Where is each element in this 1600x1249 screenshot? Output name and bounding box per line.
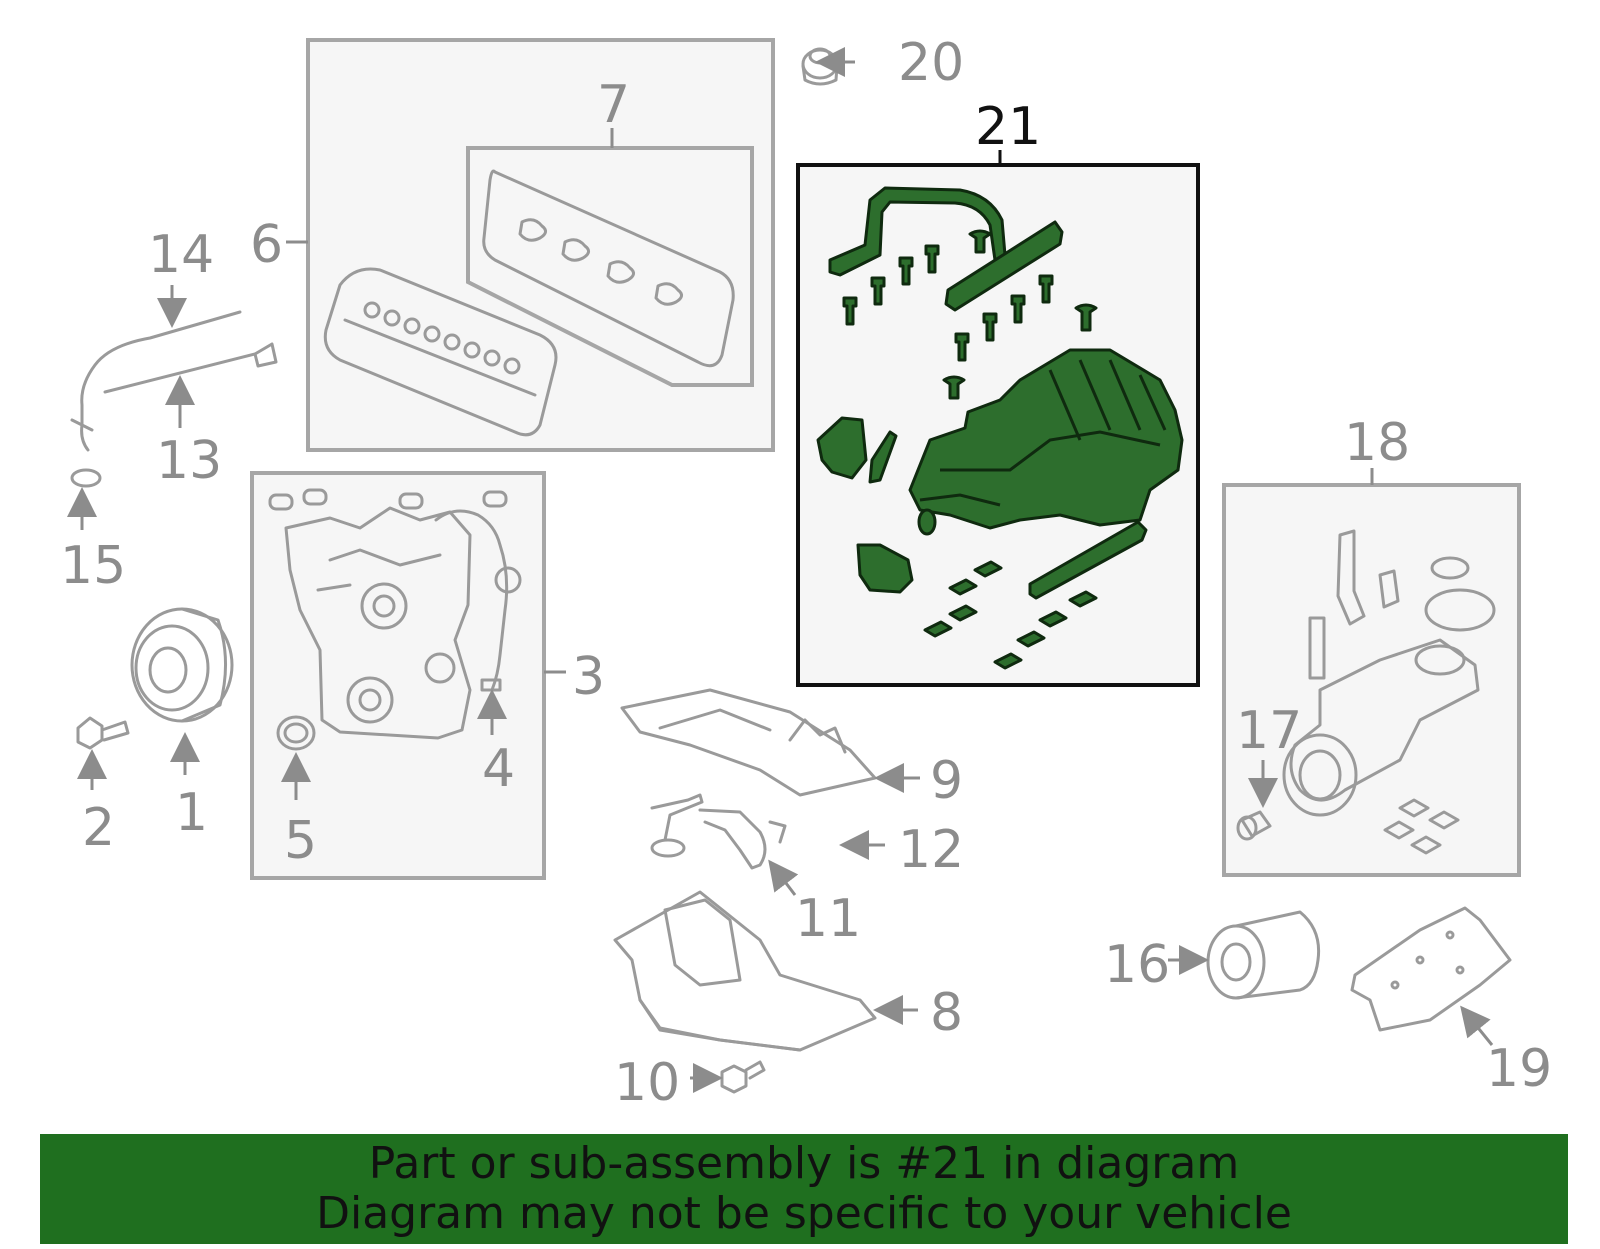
oil-pickup-tube <box>650 793 787 870</box>
timing-cover <box>284 506 472 740</box>
callout-8: 8 <box>930 983 963 1043</box>
group-box-18 <box>1222 483 1521 877</box>
fuel-rail-left <box>828 186 1007 277</box>
callout-3: 3 <box>572 647 605 707</box>
callout-12: 12 <box>898 820 964 880</box>
throttle-gasket <box>868 430 898 484</box>
dipstick-o-ring <box>70 468 102 488</box>
callout-6: 6 <box>250 215 283 275</box>
callout-10: 10 <box>614 1053 680 1113</box>
port-gasket <box>993 652 1023 670</box>
port-gasket <box>1016 630 1046 648</box>
callout-15: 15 <box>60 536 126 596</box>
rail-bolt <box>968 229 992 254</box>
banner-line-1: Part or sub-assembly is #21 in diagram <box>368 1138 1240 1189</box>
callout-17: 17 <box>1236 701 1302 761</box>
fuel-rail-right <box>944 220 1064 312</box>
dowel-pins <box>268 488 508 511</box>
intake-manifold <box>908 348 1184 530</box>
port-gasket <box>948 578 978 596</box>
oil-pressure-sender <box>1240 810 1272 838</box>
callout-1: 1 <box>175 783 208 843</box>
callout-20: 20 <box>898 33 964 93</box>
callout-11: 11 <box>795 889 861 949</box>
harmonic-balancer <box>130 607 234 723</box>
timing-cover-plug <box>494 566 522 594</box>
port-gasket <box>1038 610 1068 628</box>
callout-4: 4 <box>482 739 515 799</box>
oil-filler-cap <box>801 47 839 86</box>
port-gasket <box>948 604 978 622</box>
windage-tray <box>620 688 877 797</box>
callout-19: 19 <box>1486 1039 1552 1099</box>
rail-bolt <box>942 375 966 400</box>
callout-14: 14 <box>148 225 214 285</box>
valve-cover <box>323 267 558 437</box>
dipstick <box>103 342 278 394</box>
port-gasket <box>1068 590 1098 608</box>
balancer-bolt <box>76 716 130 750</box>
port-gasket <box>923 620 953 638</box>
callout-7: 7 <box>597 75 630 135</box>
callout-13: 13 <box>156 431 222 491</box>
front-crank-seal-inner <box>283 722 309 744</box>
sender-end <box>1236 815 1258 841</box>
dipstick-tube <box>70 310 242 452</box>
port-gasket <box>973 560 1003 578</box>
callout-21: 21 <box>975 97 1041 157</box>
callout-18: 18 <box>1344 413 1410 473</box>
oil-filter <box>1206 910 1321 1000</box>
map-sensor <box>816 416 868 480</box>
timing-cover-gasket <box>434 509 509 692</box>
drain-plug <box>720 1060 766 1094</box>
fuel-injectors <box>842 244 1054 362</box>
plenum-gasket <box>1028 520 1148 600</box>
rail-bolt <box>1074 303 1098 332</box>
valve-cover-gasket <box>482 169 735 368</box>
oil-baffle <box>1350 906 1512 1032</box>
front-crank-seal <box>276 715 316 751</box>
oil-filter-housing <box>1282 529 1496 855</box>
intake-manifold-assembly <box>816 186 1184 670</box>
egr-valve <box>856 543 914 594</box>
callout-5: 5 <box>284 811 317 871</box>
callout-9: 9 <box>930 751 963 811</box>
callout-16: 16 <box>1104 935 1170 995</box>
banner-line-2: Diagram may not be specific to your vehi… <box>316 1188 1292 1239</box>
oil-pan <box>613 890 877 1052</box>
notice-banner: Part or sub-assembly is #21 in diagram D… <box>40 1134 1568 1244</box>
callout-2: 2 <box>82 798 115 858</box>
manifold-o-ring <box>917 508 937 536</box>
